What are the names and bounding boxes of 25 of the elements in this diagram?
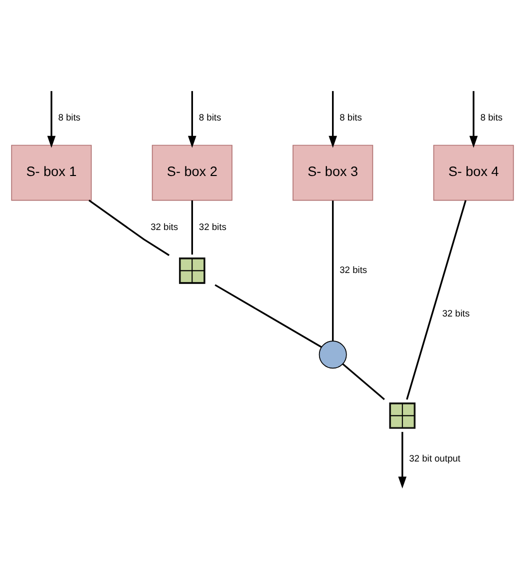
edge-label: 8 bits — [480, 112, 503, 122]
node-box: S- box 1 — [11, 144, 92, 201]
connector — [342, 363, 385, 400]
arrow — [469, 91, 478, 148]
edge-label: 8 bits — [58, 112, 80, 122]
node-circle — [318, 340, 347, 369]
edge-label: 32 bits — [198, 222, 226, 232]
arrow — [398, 432, 407, 488]
arrow — [328, 91, 338, 148]
node-box: S- box 4 — [433, 144, 514, 201]
edge-label: 32 bits — [442, 308, 470, 318]
node-box: S- box 3 — [292, 144, 374, 201]
arrow — [47, 91, 56, 148]
node-box: S- box 2 — [152, 144, 232, 201]
edge-label: 32 bit output — [409, 453, 460, 464]
edge-label: 8 bits — [198, 112, 222, 122]
arrow — [188, 91, 196, 148]
connector — [88, 200, 170, 256]
edge-label: 32 bits — [340, 265, 368, 276]
edge-label: 32 bits — [150, 222, 178, 232]
connector — [214, 284, 322, 348]
edge-label: 8 bits — [340, 112, 362, 122]
connector — [406, 200, 466, 400]
connector — [191, 200, 193, 255]
connector — [332, 200, 334, 341]
